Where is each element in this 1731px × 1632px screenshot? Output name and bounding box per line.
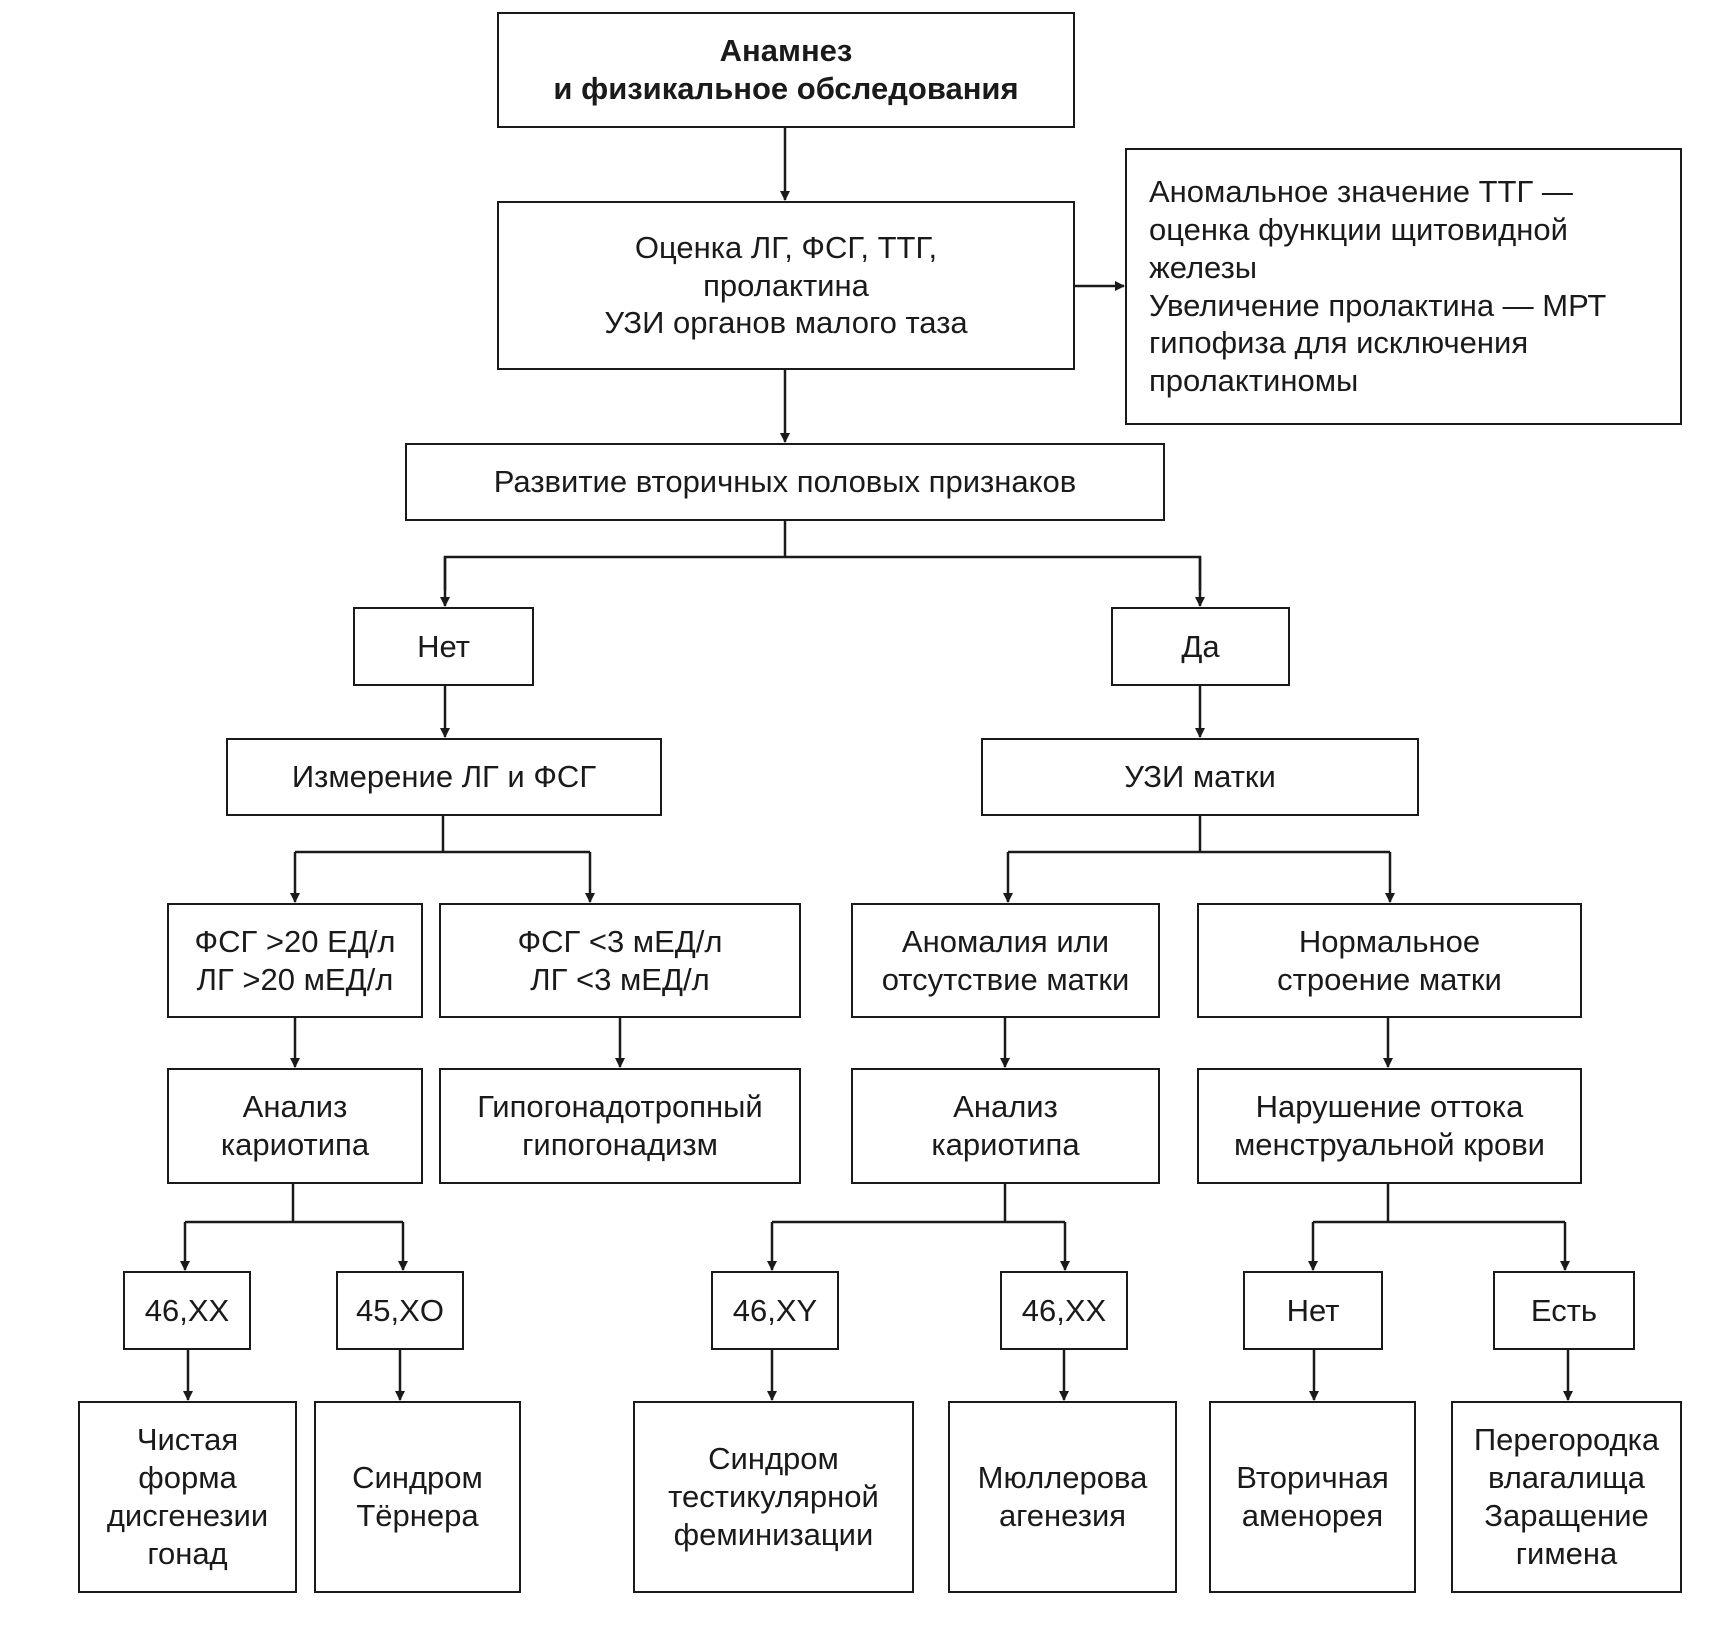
node-anamnesis-text: Анамнез и физикальное обследования <box>553 33 1019 106</box>
node-karyotype-45xo: 45,XO <box>336 1271 464 1350</box>
node-outflow-no-text: Нет <box>1286 1292 1340 1328</box>
node-karyotype-left: Анализ кариотипа <box>167 1068 423 1184</box>
node-fsh-high: ФСГ >20 ЕД/л ЛГ >20 мЕД/л <box>167 903 423 1018</box>
node-menstrual-outflow-text: Нарушение оттока менструальной крови <box>1233 1089 1545 1162</box>
node-karyotype-46xy: 46,XY <box>711 1271 839 1350</box>
node-karyotype-46xx-right-text: 46,XX <box>1021 1292 1107 1328</box>
node-vaginal-septum-text: Перегородка влагалища Заращение гимена <box>1473 1422 1660 1571</box>
node-karyotype-46xx-left: 46,XX <box>123 1271 251 1350</box>
node-mullerian-agenesis-text: Мюллерова агенезия <box>977 1460 1148 1533</box>
node-measure-lh-fsh-text: Измерение ЛГ и ФСГ <box>291 759 597 795</box>
node-testicular-feminization: Синдром тестикулярной феминизации <box>633 1401 914 1593</box>
node-anamnesis: Анамнез и физикальное обследования <box>497 12 1075 128</box>
node-hypogonadism-text: Гипогонадотропный гипогонадизм <box>477 1089 763 1162</box>
node-side-note: Аномальное значение ТТГ — оценка функции… <box>1125 148 1682 425</box>
node-testicular-feminization-text: Синдром тестикулярной феминизации <box>668 1441 879 1552</box>
node-secondary-sex-traits-text: Развитие вторичных половых признаков <box>493 464 1077 500</box>
node-vaginal-septum: Перегородка влагалища Заращение гимена <box>1451 1401 1682 1593</box>
node-uterus-ultrasound: УЗИ матки <box>981 738 1419 816</box>
node-outflow-yes: Есть <box>1493 1271 1635 1350</box>
node-outflow-yes-text: Есть <box>1530 1292 1598 1328</box>
node-menstrual-outflow: Нарушение оттока менструальной крови <box>1197 1068 1582 1184</box>
node-gonadal-dysgenesis-text: Чистая форма дисгенезии гонад <box>106 1422 269 1571</box>
node-turner-syndrome-text: Синдром Тёрнера <box>352 1460 483 1533</box>
node-measure-lh-fsh: Измерение ЛГ и ФСГ <box>226 738 662 816</box>
node-karyotype-46xx-right: 46,XX <box>1000 1271 1128 1350</box>
node-fsh-high-text: ФСГ >20 ЕД/л ЛГ >20 мЕД/л <box>194 923 396 997</box>
node-side-note-text: Аномальное значение ТТГ — оценка функции… <box>1149 174 1607 399</box>
node-fsh-low-text: ФСГ <3 мЕД/л ЛГ <3 мЕД/л <box>517 923 723 997</box>
node-no-text: Нет <box>417 628 470 664</box>
node-no: Нет <box>353 607 534 686</box>
node-karyotype-45xo-text: 45,XO <box>356 1292 444 1328</box>
node-uterus-anomaly: Аномалия или отсутствие матки <box>851 903 1160 1018</box>
node-uterus-ultrasound-text: УЗИ матки <box>1124 759 1276 795</box>
node-secondary-amenorrhea: Вторичная аменорея <box>1209 1401 1416 1593</box>
node-lab-tests-text: Оценка ЛГ, ФСГ, ТТГ, пролактина УЗИ орга… <box>604 229 968 341</box>
node-mullerian-agenesis: Мюллерова агенезия <box>948 1401 1177 1593</box>
node-secondary-amenorrhea-text: Вторичная аменорея <box>1236 1460 1389 1533</box>
node-lab-tests: Оценка ЛГ, ФСГ, ТТГ, пролактина УЗИ орга… <box>497 201 1075 370</box>
node-uterus-normal: Нормальное строение матки <box>1197 903 1582 1018</box>
node-uterus-anomaly-text: Аномалия или отсутствие матки <box>881 923 1130 997</box>
node-secondary-sex-traits: Развитие вторичных половых признаков <box>405 443 1165 521</box>
node-karyotype-46xx-left-text: 46,XX <box>144 1292 230 1328</box>
node-fsh-low: ФСГ <3 мЕД/л ЛГ <3 мЕД/л <box>439 903 801 1018</box>
node-karyotype-46xy-text: 46,XY <box>732 1292 818 1328</box>
node-outflow-no: Нет <box>1243 1271 1383 1350</box>
node-gonadal-dysgenesis: Чистая форма дисгенезии гонад <box>78 1401 297 1593</box>
node-hypogonadism: Гипогонадотропный гипогонадизм <box>439 1068 801 1184</box>
node-turner-syndrome: Синдром Тёрнера <box>314 1401 521 1593</box>
edge-secondary-split <box>443 555 1202 590</box>
node-karyotype-right: Анализ кариотипа <box>851 1068 1160 1184</box>
node-yes-text: Да <box>1181 628 1220 664</box>
node-karyotype-left-text: Анализ кариотипа <box>220 1089 370 1162</box>
node-karyotype-right-text: Анализ кариотипа <box>931 1089 1080 1162</box>
node-yes: Да <box>1111 607 1290 686</box>
node-uterus-normal-text: Нормальное строение матки <box>1277 923 1502 997</box>
